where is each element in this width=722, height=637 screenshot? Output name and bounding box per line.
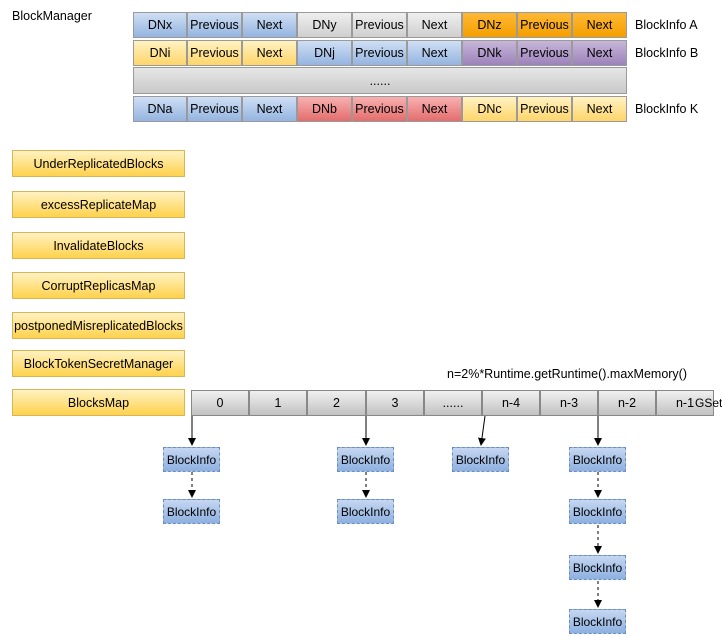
blockinfo-node: BlockInfo: [337, 447, 394, 472]
cell-dni: DNi: [133, 40, 187, 66]
cell-previous: Previous: [187, 12, 242, 38]
gset-cell-n-3: n-3: [540, 390, 598, 416]
cell-previous: Previous: [187, 96, 242, 122]
gset-cell-2: 2: [307, 390, 366, 416]
cell-dnb: DNb: [297, 96, 352, 122]
gset-label: GSet: [695, 396, 722, 410]
cell-dna: DNa: [133, 96, 187, 122]
corrupt-replicas-map-box: CorruptReplicasMap: [12, 272, 185, 299]
cell-next: Next: [242, 96, 297, 122]
blocks-map-box: BlocksMap: [12, 389, 185, 416]
invalidate-blocks-box: InvalidateBlocks: [12, 232, 185, 259]
cell-previous: Previous: [517, 40, 572, 66]
cell-next: Next: [242, 12, 297, 38]
arrow-bucket-n-4: [477, 415, 486, 446]
gset-cell-3: 3: [366, 390, 424, 416]
cell-previous: Previous: [352, 96, 407, 122]
under-replicated-blocks-box: UnderReplicatedBlocks: [12, 150, 185, 177]
cell-next: Next: [572, 40, 627, 66]
blockinfo-node: BlockInfo: [163, 499, 220, 524]
gset-cell-0: 0: [191, 390, 249, 416]
gset-cell-n-2: n-2: [598, 390, 656, 416]
blockinfo-node: BlockInfo: [569, 499, 626, 524]
excess-replicate-map-box: excessReplicateMap: [12, 191, 185, 218]
gset-cell-n-4: n-4: [482, 390, 540, 416]
blockinfo-label-b: BlockInfo B: [635, 46, 699, 60]
cell-dnk: DNk: [462, 40, 517, 66]
blockinfo-node: BlockInfo: [452, 447, 509, 472]
gset-cell-ellipsis: ......: [424, 390, 482, 416]
blockinfo-node: BlockInfo: [337, 499, 394, 524]
blockinfo-node: BlockInfo: [569, 447, 626, 472]
gset-cell-1: 1: [249, 390, 307, 416]
cell-next: Next: [407, 96, 462, 122]
cell-next: Next: [242, 40, 297, 66]
blockinfo-label-a: BlockInfo A: [635, 18, 698, 32]
cell-next: Next: [407, 40, 462, 66]
cell-previous: Previous: [352, 40, 407, 66]
blockinfo-label-k: BlockInfo K: [635, 102, 699, 116]
blockinfo-node: BlockInfo: [569, 555, 626, 580]
cell-dnx: DNx: [133, 12, 187, 38]
cell-dnz: DNz: [462, 12, 517, 38]
gset-cell-n-1: n-1: [656, 390, 714, 416]
blockinfo-node: BlockInfo: [569, 609, 626, 634]
gset-formula: n=2%*Runtime.getRuntime().maxMemory(): [447, 367, 688, 381]
cell-next: Next: [407, 12, 462, 38]
cell-next: Next: [572, 12, 627, 38]
block-token-secret-manager-box: BlockTokenSecretManager: [12, 350, 185, 377]
ellipsis-row: ......: [133, 67, 627, 94]
cell-dnc: DNc: [462, 96, 517, 122]
blockmanager-title: BlockManager: [12, 9, 92, 23]
cell-previous: Previous: [517, 12, 572, 38]
postponed-misreplicated-blocks-box: postponedMisreplicatedBlocks: [12, 312, 185, 339]
cell-previous: Previous: [352, 12, 407, 38]
blockinfo-node: BlockInfo: [163, 447, 220, 472]
cell-previous: Previous: [187, 40, 242, 66]
cell-dny: DNy: [297, 12, 352, 38]
cell-dnj: DNj: [297, 40, 352, 66]
cell-previous: Previous: [517, 96, 572, 122]
cell-next: Next: [572, 96, 627, 122]
